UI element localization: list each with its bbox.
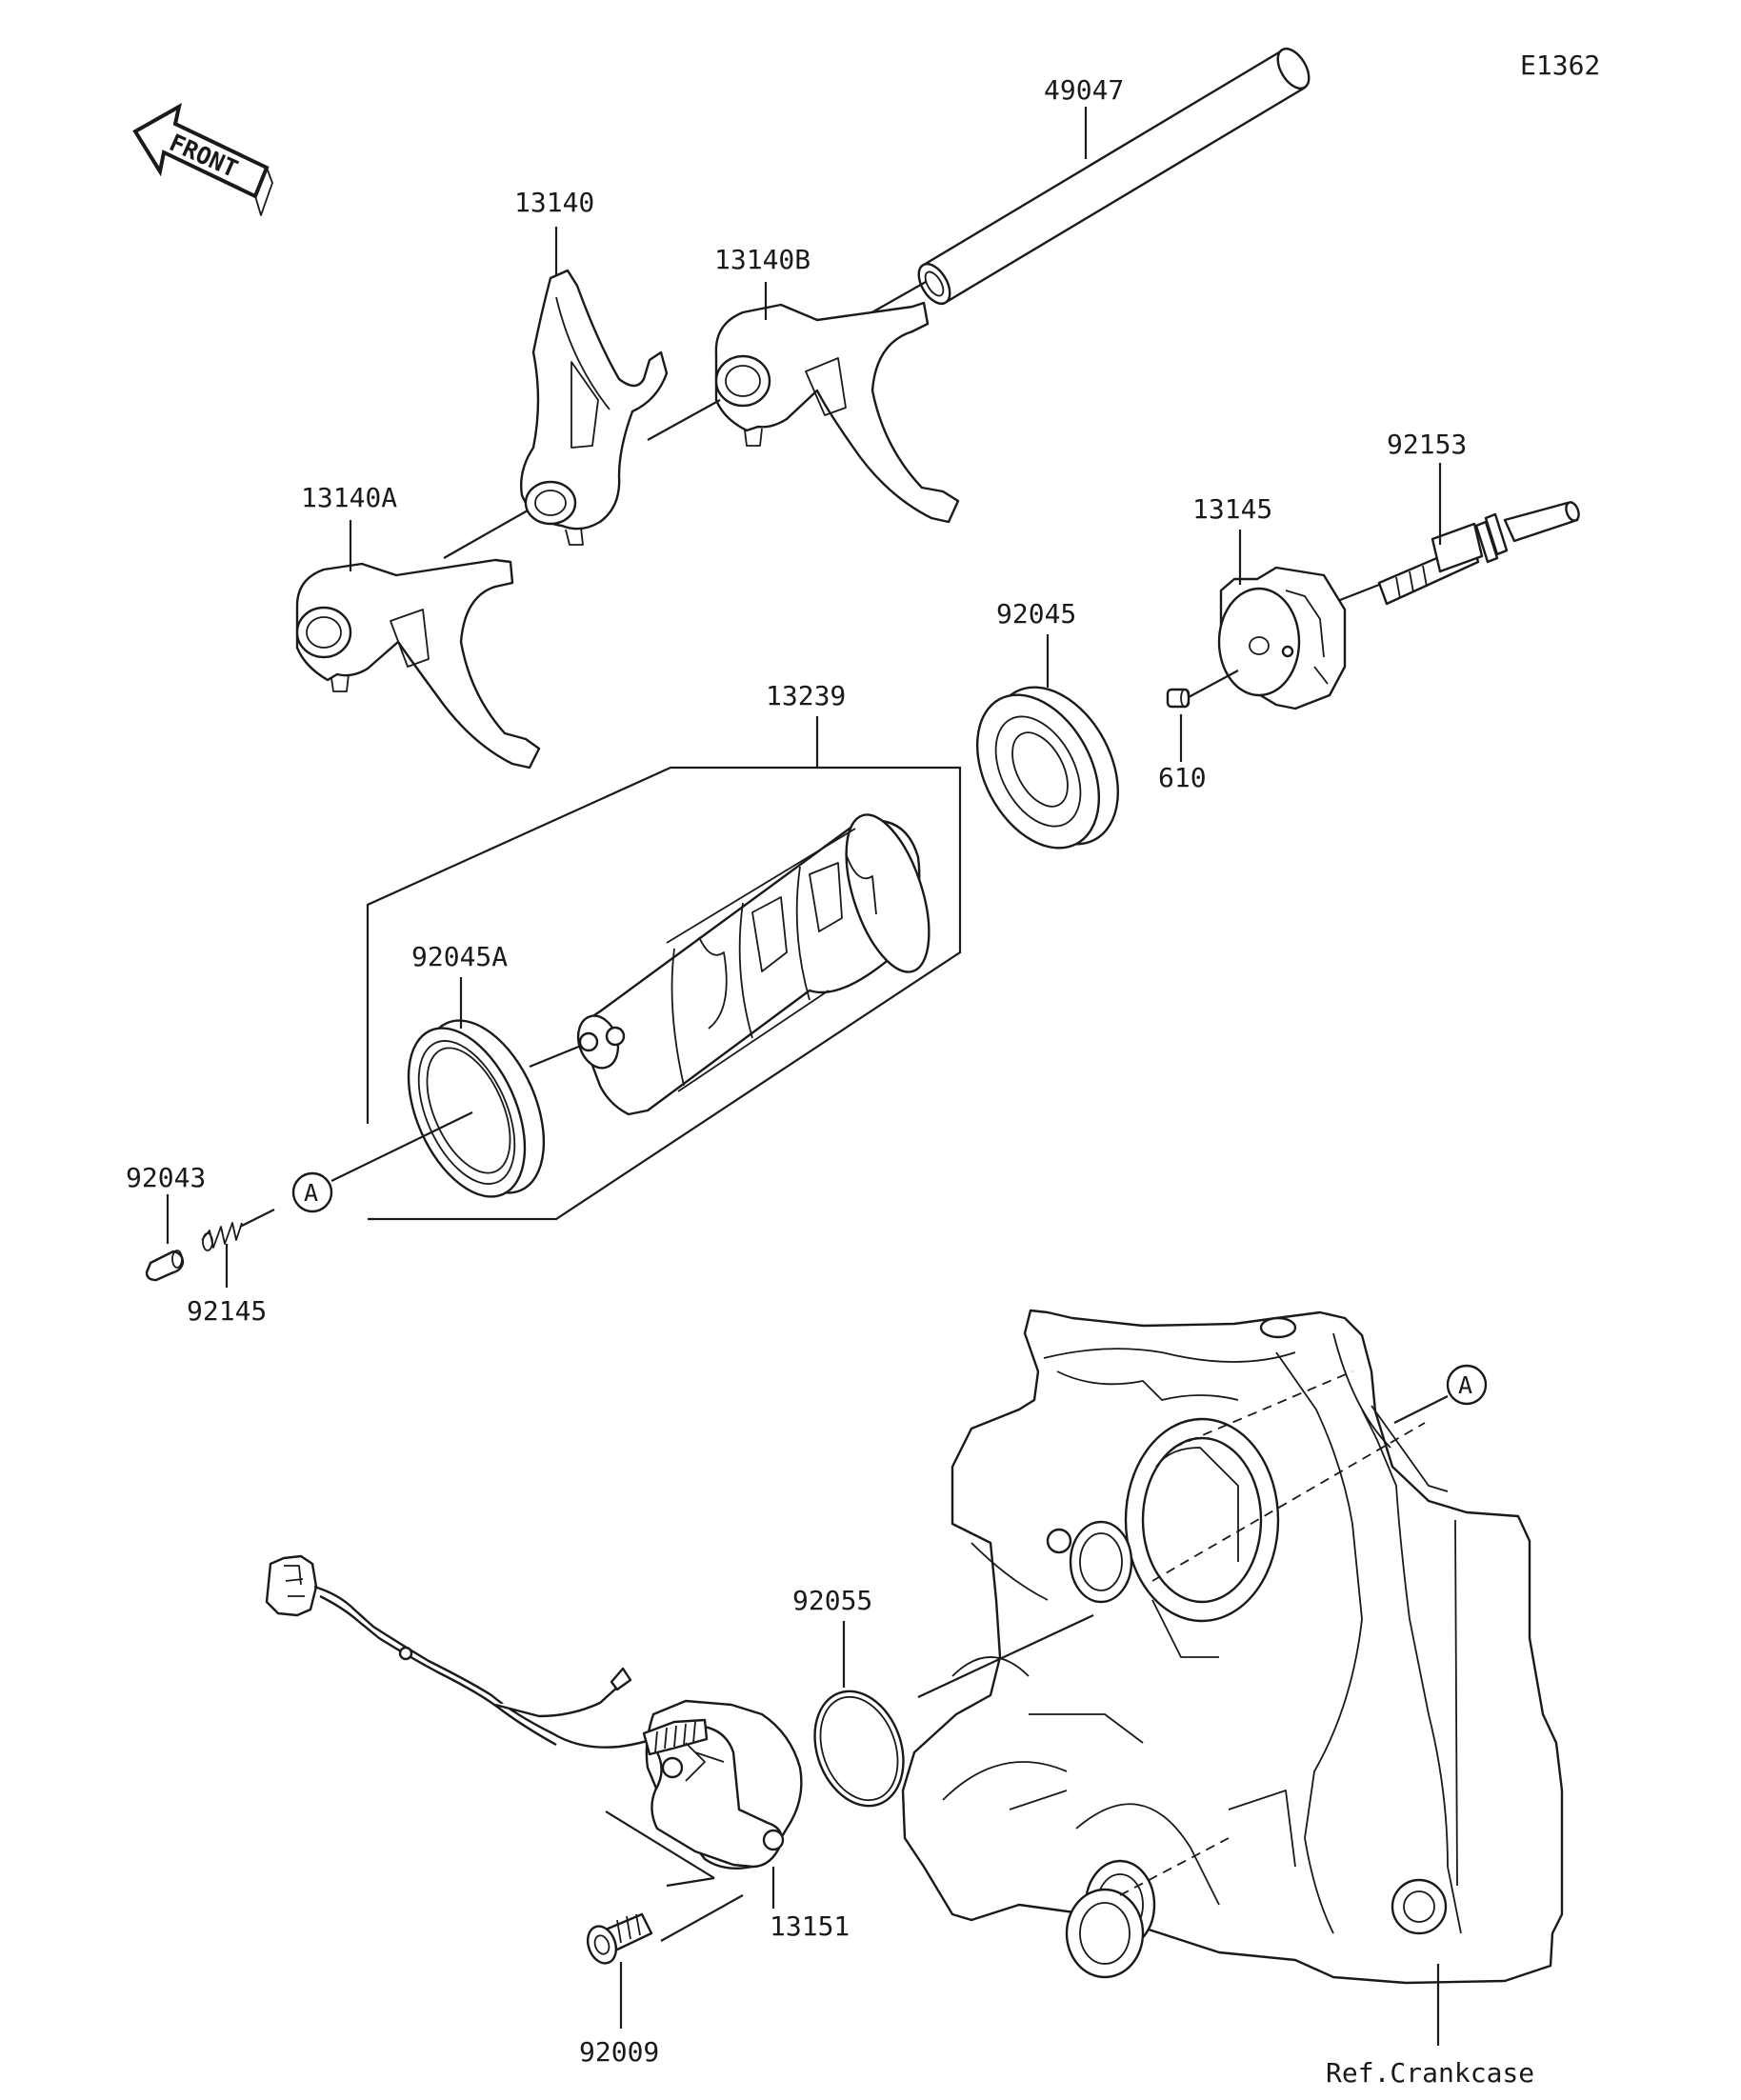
label-49047: 49047	[1044, 74, 1124, 106]
callout-a-lower-letter: A	[1458, 1371, 1472, 1399]
bolt-92153	[1377, 501, 1580, 606]
ref-crankcase-label: Ref.Crankcase	[1326, 2057, 1534, 2089]
shift-drum-13239	[529, 813, 931, 1116]
detent-pin-92043	[145, 1250, 185, 1282]
pin-610	[1166, 688, 1191, 709]
label-92045A: 92045A	[411, 941, 508, 972]
front-arrow-icon: FRONT	[132, 103, 273, 216]
label-13151: 13151	[770, 1910, 850, 1942]
label-13140B: 13140B	[714, 244, 810, 275]
bearing-92045	[975, 686, 1119, 850]
shift-rod-49047	[854, 47, 1311, 323]
callout-a-upper	[291, 1171, 333, 1213]
label-92009: 92009	[579, 2036, 659, 2068]
shift-fork-13140B	[714, 301, 960, 524]
o-ring-92055	[813, 1690, 905, 1808]
crankcase	[901, 1309, 1564, 1985]
label-92145: 92145	[187, 1295, 267, 1327]
label-13145: 13145	[1192, 493, 1272, 525]
label-92153: 92153	[1387, 429, 1467, 460]
shift-fork-13140A	[295, 558, 541, 770]
bearing-92045A	[407, 1019, 546, 1198]
diagram-code: E1362	[1520, 50, 1600, 81]
label-13140A: 13140A	[301, 482, 397, 513]
label-610: 610	[1158, 762, 1207, 793]
label-13239: 13239	[766, 680, 846, 711]
label-92045: 92045	[996, 598, 1076, 630]
label-92055: 92055	[792, 1585, 872, 1616]
shift-cam-13145	[1217, 566, 1347, 710]
gear-position-sensor-13151	[265, 1554, 803, 1870]
label-13140: 13140	[514, 187, 594, 218]
label-92043: 92043	[126, 1162, 206, 1193]
screw-92009	[586, 1912, 653, 1965]
shift-fork-13140	[520, 269, 669, 546]
callout-a-lower	[1446, 1364, 1488, 1406]
spring-92145	[201, 1222, 243, 1251]
callout-a-upper-letter: A	[304, 1179, 318, 1207]
